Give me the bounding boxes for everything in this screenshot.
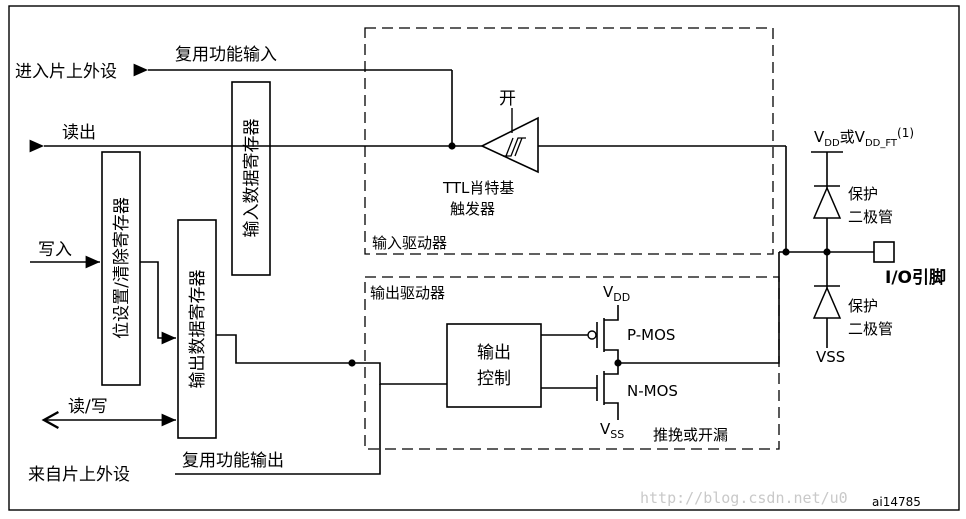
label-read-write: 读/写	[68, 397, 108, 417]
output-data-register-label: 输出数据寄存器	[188, 270, 208, 389]
nmos-transistor	[541, 363, 619, 420]
upper-diode-label-2: 二极管	[848, 208, 893, 226]
schmitt-trigger	[480, 108, 539, 174]
label-from-peripheral: 来自片上外设	[28, 465, 130, 485]
label-alt-func-output: 复用功能输出	[182, 451, 284, 471]
odr-output-wire	[216, 334, 352, 364]
label-pmos: P-MOS	[627, 326, 675, 344]
label-push-pull-open-drain: 推挽或开漏	[653, 426, 728, 444]
input-junction-dot	[448, 142, 456, 150]
odr-to-control-wire	[352, 362, 447, 385]
output-control-label-1: 输出	[477, 343, 511, 363]
label-vss-bottom: VSS	[816, 348, 845, 366]
pmos-transistor	[541, 305, 619, 363]
input-driver-region	[364, 27, 774, 255]
label-alt-func-input: 复用功能输入	[175, 45, 277, 65]
vss-label: VSS	[600, 420, 624, 441]
figure-code: ai14785	[872, 495, 921, 509]
label-ttl-schmitt-2: 触发器	[450, 200, 495, 218]
label-input-to-peripheral: 进入片上外设	[15, 62, 117, 82]
label-io-pin: I/O引脚	[885, 267, 946, 288]
input-data-register	[231, 81, 271, 276]
input-data-register-label: 输入数据寄存器	[242, 119, 262, 238]
label-output-driver: 输出驱动器	[370, 284, 445, 302]
label-input-driver: 输入驱动器	[372, 234, 447, 252]
lower-diode-label-2: 二极管	[848, 320, 893, 338]
pin-bus-junction-left	[782, 248, 790, 256]
top-rail-label: VDD或VDD_FT(1)	[814, 126, 914, 149]
label-write-in: 写入	[38, 240, 72, 260]
io-pin-pad	[873, 241, 895, 263]
bsrr-to-odr-wire	[140, 261, 176, 345]
lower-diode-label-1: 保护	[848, 297, 878, 315]
label-read-out: 读出	[62, 123, 96, 143]
upper-protection-diode	[812, 185, 842, 219]
upper-diode-label-1: 保护	[848, 185, 878, 203]
output-control-block	[446, 323, 542, 408]
figure-frame	[8, 5, 960, 511]
label-ttl-schmitt-1: TTL肖特基	[442, 179, 514, 197]
output-control-label-2: 控制	[477, 369, 511, 389]
label-nmos: N-MOS	[627, 382, 678, 400]
vdd-label: VDD	[603, 283, 630, 304]
label-schmitt-enable: 开	[499, 89, 516, 109]
lower-protection-diode	[812, 285, 842, 319]
watermark-text: http://blog.csdn.net/u0	[640, 489, 848, 507]
bit-set-reset-register-label: 位设置/清除寄存器	[112, 197, 132, 339]
output-data-register	[177, 219, 217, 439]
output-to-pin-wire	[618, 252, 780, 364]
bit-set-reset-register	[101, 151, 141, 386]
alt-output-wire	[175, 384, 381, 475]
